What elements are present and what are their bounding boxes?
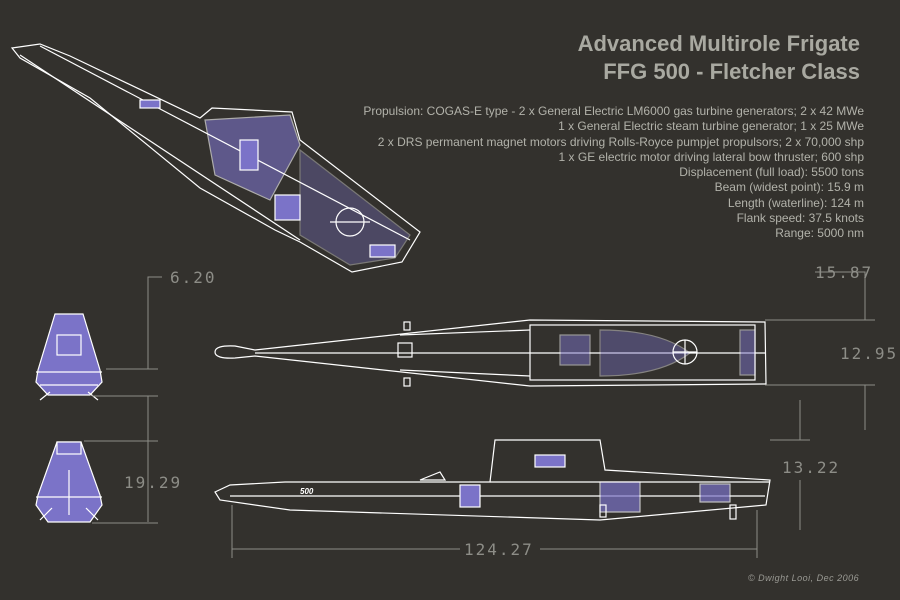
dim-side-height: 13.22 bbox=[782, 458, 841, 477]
copyright: © Dwight Looi, Dec 2006 bbox=[748, 573, 860, 583]
hull-number: 500 bbox=[300, 487, 314, 496]
side-view bbox=[214, 439, 771, 521]
title-line-2: FFG 500 - Fletcher Class bbox=[603, 59, 860, 84]
dim-length: 124.27 bbox=[464, 540, 534, 559]
title-line-1: Advanced Multirole Frigate bbox=[577, 31, 860, 56]
plan-view bbox=[214, 319, 767, 387]
spec-line: 2 x DRS permanent magnet motors driving … bbox=[377, 134, 864, 149]
dim-plan-beam: 12.95 bbox=[840, 344, 899, 363]
spec-line: Propulsion: COGAS-E type - 2 x General E… bbox=[363, 104, 864, 118]
spec-line: Length (waterline): 124 m bbox=[727, 195, 864, 210]
spec-line: Flank speed: 37.5 knots bbox=[736, 211, 864, 226]
spec-line: Beam (widest point): 15.9 m bbox=[714, 180, 864, 195]
spec-line: 1 x General Electric steam turbine gener… bbox=[558, 119, 864, 134]
spec-line: Displacement (full load): 5500 tons bbox=[679, 165, 864, 180]
dim-front-total: 19.29 bbox=[124, 473, 183, 492]
spec-line: Range: 5000 nm bbox=[775, 226, 864, 241]
dimension-lines bbox=[84, 271, 875, 558]
front-view-stern bbox=[35, 441, 103, 523]
specifications: Propulsion: COGAS-E type - 2 x General E… bbox=[363, 104, 864, 242]
spec-line: 1 x GE electric motor driving lateral bo… bbox=[558, 149, 864, 164]
isometric-view bbox=[10, 43, 421, 273]
dim-plan-top: 15.87 bbox=[815, 263, 874, 282]
dim-front-height: 6.20 bbox=[170, 268, 217, 287]
front-view-bow bbox=[35, 313, 103, 401]
